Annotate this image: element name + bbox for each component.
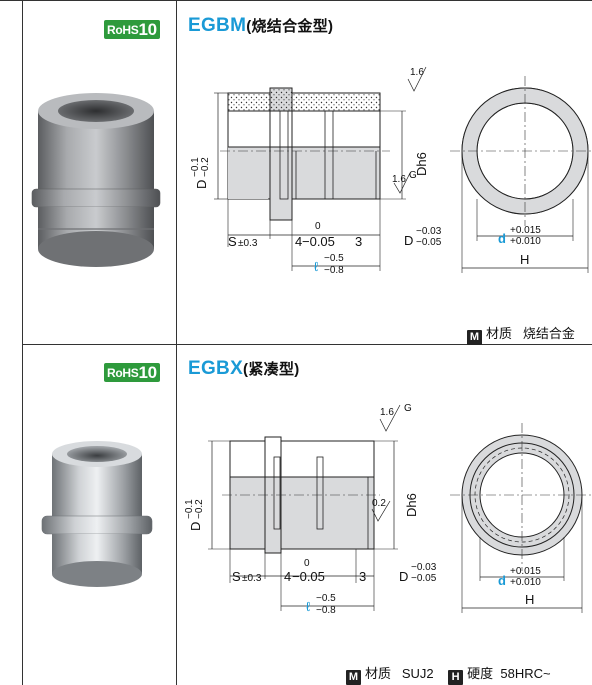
svg-text:D: D <box>188 522 203 531</box>
dims-text-egbx: D −0.1 −0.2 Dh6 S ±0.3 4 0 −0.05 3 ℓ −0.… <box>184 403 541 616</box>
svg-text:−0.05: −0.05 <box>292 569 325 584</box>
svg-text:ℓ: ℓ <box>306 599 311 614</box>
column-divider <box>176 1 177 685</box>
svg-text:G: G <box>404 403 412 414</box>
svg-text:−0.05: −0.05 <box>411 573 437 584</box>
svg-text:Dh6: Dh6 <box>414 152 429 176</box>
section-divider <box>22 344 592 345</box>
svg-text:0: 0 <box>315 221 321 232</box>
svg-text:±0.3: ±0.3 <box>242 573 262 584</box>
svg-text:−0.2: −0.2 <box>194 499 205 519</box>
svg-text:3: 3 <box>355 234 362 249</box>
svg-text:D: D <box>399 569 408 584</box>
svg-text:G: G <box>409 170 417 181</box>
svg-text:H: H <box>525 592 534 607</box>
svg-text:S: S <box>228 234 237 249</box>
svg-text:Dh6: Dh6 <box>404 493 419 517</box>
svg-text:−0.2: −0.2 <box>200 157 211 177</box>
svg-text:+0.010: +0.010 <box>510 577 541 588</box>
svg-text:−0.05: −0.05 <box>416 237 442 248</box>
svg-text:S: S <box>232 569 241 584</box>
material-icon: M <box>467 330 482 345</box>
svg-text:d: d <box>498 231 506 246</box>
svg-text:−0.03: −0.03 <box>411 562 437 573</box>
product-photo-egbx <box>41 441 153 587</box>
svg-text:+0.010: +0.010 <box>510 236 541 247</box>
svg-text:4: 4 <box>295 234 302 249</box>
svg-text:0: 0 <box>304 558 310 569</box>
svg-text:D: D <box>194 180 209 189</box>
svg-text:d: d <box>498 573 506 588</box>
svg-text:1.6: 1.6 <box>392 174 406 185</box>
svg-text:+0.015: +0.015 <box>510 225 541 236</box>
svg-text:1.6: 1.6 <box>380 407 394 418</box>
svg-text:−0.05: −0.05 <box>302 234 335 249</box>
hardness-icon: H <box>448 670 464 685</box>
svg-text:4: 4 <box>284 569 291 584</box>
product-photo-egbm <box>31 93 161 267</box>
rohs-badge: RoHS10 <box>104 363 160 382</box>
rohs-badge: RoHS10 <box>104 20 160 39</box>
svg-text:±0.3: ±0.3 <box>238 238 258 249</box>
svg-text:D: D <box>404 233 413 248</box>
svg-text:ℓ: ℓ <box>314 259 319 274</box>
dims-text-egbm: D −0.1 −0.2 Dh6 S ±0.3 4 0 −0.05 3 ℓ −0.… <box>190 67 541 276</box>
drawing-egbm <box>214 66 592 273</box>
model-title-egbx: EGBX(紧凑型) <box>188 358 300 379</box>
svg-text:−0.8: −0.8 <box>316 605 336 616</box>
model-title-egbm: EGBM(烧结合金型) <box>188 15 334 36</box>
svg-text:H: H <box>520 252 529 267</box>
svg-text:−0.5: −0.5 <box>324 253 344 264</box>
drawing-egbx <box>208 404 592 613</box>
svg-text:1.6: 1.6 <box>410 67 424 78</box>
left-border <box>22 1 23 685</box>
svg-text:−0.1: −0.1 <box>184 499 195 519</box>
svg-text:−0.8: −0.8 <box>324 265 344 276</box>
svg-text:3: 3 <box>359 569 366 584</box>
svg-text:0.2: 0.2 <box>372 498 386 509</box>
svg-text:−0.5: −0.5 <box>316 593 336 604</box>
svg-text:−0.03: −0.03 <box>416 226 442 237</box>
material-icon: M <box>346 670 361 685</box>
svg-text:+0.015: +0.015 <box>510 566 541 577</box>
svg-text:−0.1: −0.1 <box>190 157 201 177</box>
